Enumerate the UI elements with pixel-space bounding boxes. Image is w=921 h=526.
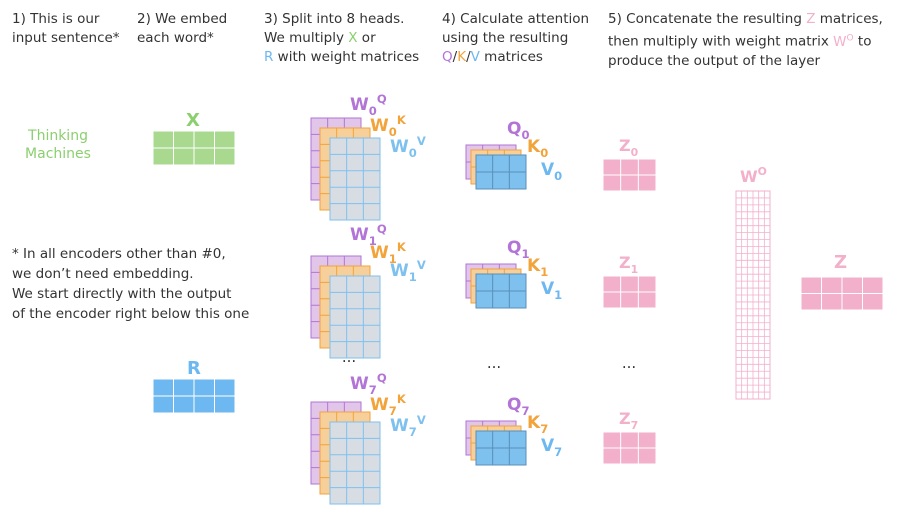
wv-label-0: W0V bbox=[390, 134, 426, 160]
token-wo: WO bbox=[833, 33, 854, 50]
wv-label-7: W7V bbox=[390, 413, 426, 439]
qkv-stack-1 bbox=[465, 263, 527, 309]
note-line: we don’t need embedding. bbox=[12, 266, 194, 282]
z-matrix-7 bbox=[602, 431, 657, 465]
x-label: X bbox=[186, 110, 200, 131]
step-line: each word* bbox=[137, 30, 214, 46]
step-line: input sentence* bbox=[12, 30, 120, 46]
q-label-7: Q7 bbox=[507, 395, 530, 418]
step-line: 5) Concatenate the resulting Z matrices, bbox=[608, 11, 883, 27]
r-matrix bbox=[152, 378, 236, 414]
input-word-machines: Machines bbox=[25, 146, 91, 162]
step-5-text: 5) Concatenate the resulting Z matrices,… bbox=[608, 10, 883, 71]
wq-label-7: W7Q bbox=[350, 371, 387, 397]
wo-matrix bbox=[735, 190, 771, 400]
note-line: * In all encoders other than #0, bbox=[12, 246, 226, 262]
input-word-thinking: Thinking bbox=[27, 128, 88, 144]
token-z: Z bbox=[806, 11, 816, 27]
z-output-matrix bbox=[800, 276, 884, 311]
note-line: We start directly with the output bbox=[12, 286, 232, 302]
step-line: 2) We embed bbox=[137, 11, 228, 27]
v-matrix-0 bbox=[475, 154, 527, 190]
wk-label-7: W7K bbox=[370, 392, 407, 418]
x-matrix bbox=[152, 130, 236, 166]
wv-matrix-7 bbox=[329, 421, 381, 505]
token-v: V bbox=[470, 49, 480, 65]
v-matrix-1 bbox=[475, 273, 527, 309]
token-r: R bbox=[264, 49, 274, 65]
step-line: R with weight matrices bbox=[264, 49, 420, 65]
step-line: We multiply X or bbox=[264, 30, 376, 46]
token-q: Q bbox=[442, 49, 453, 65]
ellipsis-qkv: ... bbox=[487, 354, 501, 372]
token-k: K bbox=[457, 49, 467, 65]
step-line: 4) Calculate attention bbox=[442, 11, 590, 27]
v-label-7: V7 bbox=[541, 436, 562, 459]
q-label-1: Q1 bbox=[507, 238, 530, 261]
wk-label-0: W0K bbox=[370, 113, 407, 139]
z-matrix-0 bbox=[602, 158, 657, 192]
v-label-0: V0 bbox=[541, 160, 562, 183]
wq-label-0: W0Q bbox=[350, 92, 387, 118]
ellipsis-weights: ... bbox=[342, 348, 356, 366]
v-label-1: V1 bbox=[541, 279, 562, 302]
note-line: of the encoder right below this one bbox=[12, 306, 250, 322]
wv-matrix-1 bbox=[329, 275, 381, 359]
step-3-text: 3) Split into 8 heads. We multiply X or R … bbox=[264, 10, 419, 67]
weight-stack-0 bbox=[310, 117, 381, 221]
z-label-1: Z1 bbox=[619, 253, 638, 276]
r-label: R bbox=[187, 358, 201, 379]
wv-label-1: W1V bbox=[390, 258, 426, 284]
qkv-stack-7 bbox=[465, 420, 527, 466]
z-output-label: Z bbox=[834, 252, 847, 273]
z-label-0: Z0 bbox=[619, 136, 639, 159]
step-line: then multiply with weight matrix WO to bbox=[608, 33, 872, 50]
v-matrix-7 bbox=[475, 430, 527, 466]
step-line: using the resulting bbox=[442, 30, 569, 46]
wq-label-1: W1Q bbox=[350, 222, 387, 248]
z-label-7: Z7 bbox=[619, 409, 638, 432]
wv-matrix-0 bbox=[329, 137, 381, 221]
weight-stack-1 bbox=[310, 255, 381, 359]
step-line: 3) Split into 8 heads. bbox=[264, 11, 405, 27]
step-line: 1) This is our bbox=[12, 11, 100, 27]
encoder-note: * In all encoders other than #0, we don’… bbox=[12, 244, 249, 324]
step-4-text: 4) Calculate attention using the resultin… bbox=[442, 10, 589, 67]
step-2-text: 2) We embed each word* bbox=[137, 10, 227, 48]
ellipsis-z: ... bbox=[622, 354, 636, 372]
step-line: produce the output of the layer bbox=[608, 52, 821, 69]
wk-label-1: W1K bbox=[370, 240, 407, 266]
k-label-0: K0 bbox=[527, 137, 548, 160]
q-label-0: Q0 bbox=[507, 119, 530, 142]
token-x: X bbox=[348, 30, 358, 46]
z-matrix-1 bbox=[602, 275, 657, 309]
weight-stack-7 bbox=[310, 401, 381, 505]
step-line: Q/K/V matrices bbox=[442, 49, 543, 65]
qkv-stack-0 bbox=[465, 144, 527, 190]
k-label-1: K1 bbox=[527, 256, 548, 279]
wo-label: WO bbox=[740, 165, 767, 186]
k-label-7: K7 bbox=[527, 413, 548, 436]
step-1-text: 1) This is our input sentence* bbox=[12, 10, 120, 48]
